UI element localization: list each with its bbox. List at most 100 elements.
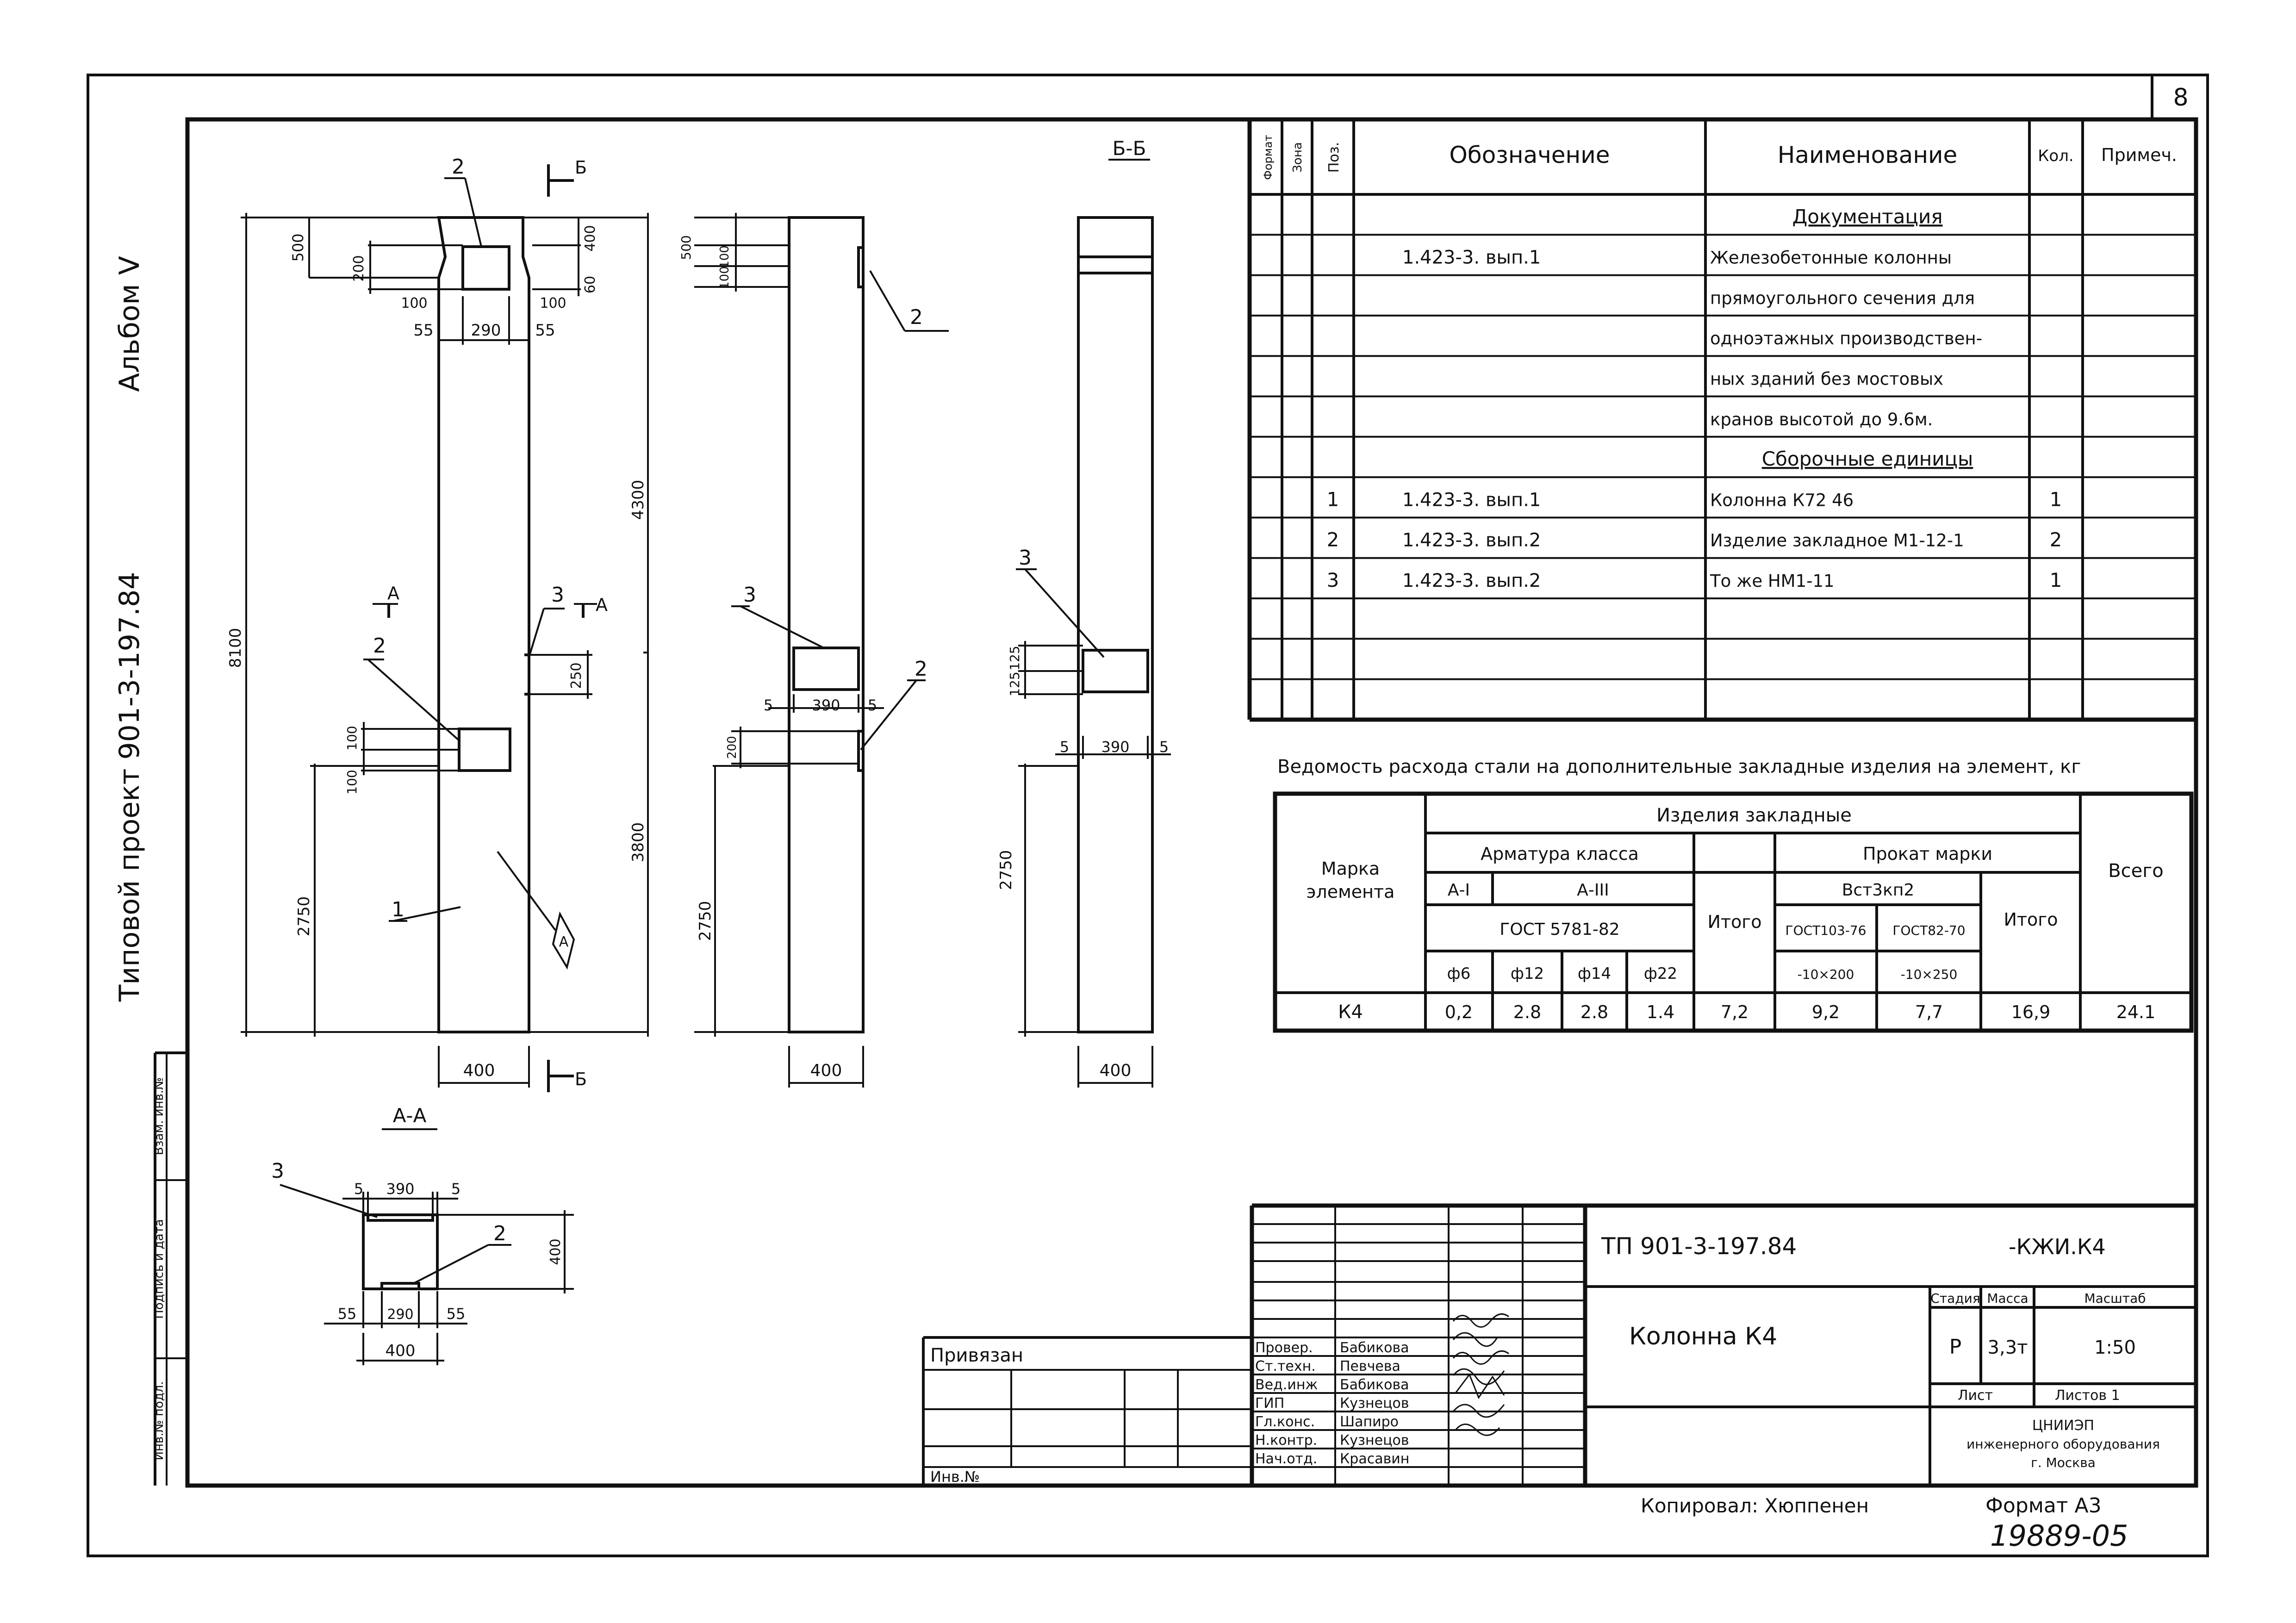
aa-dim-290: 290 [387, 1306, 413, 1323]
mark-a-diamond: A [559, 934, 569, 950]
steel-sec1: -10×200 [1798, 967, 1854, 982]
footer-format: Формат А3 [1985, 1494, 2102, 1517]
side-embed-3 [792, 647, 860, 691]
steel-row-mark: К4 [1338, 1001, 1363, 1023]
dim-55-right: 55 [535, 321, 555, 340]
aa-dim-400: 400 [386, 1342, 416, 1360]
aa-dim-55-left: 55 [338, 1305, 357, 1323]
stamp-vzam-inv: Взам. инв.№ [152, 1077, 166, 1155]
side-dim-200: 200 [725, 736, 739, 759]
tb-sheets-header: Листов 1 [2055, 1387, 2120, 1404]
spec-header-name: Наименование [1778, 142, 1958, 168]
tb-sheet-header: Лист [1958, 1387, 1993, 1404]
steel-itogo-prokat: Итого [2004, 909, 2058, 930]
side-dim-5-left: 5 [764, 696, 773, 714]
steel-arm: Арматура класса [1481, 844, 1639, 864]
tb-scale-header: Масштаб [2084, 1291, 2146, 1306]
bb-dim-5-right: 5 [1159, 738, 1169, 756]
spec-cell: 3 [1327, 569, 1339, 591]
steel-a1: А-I [1448, 881, 1470, 900]
outer-border [87, 74, 2209, 1557]
side-dim-2750: 2750 [696, 901, 715, 941]
leader-label-2-top: 2 [452, 155, 465, 179]
tb-person: Бабикова [1340, 1377, 1409, 1393]
spec-cell: Колонна К72 46 [1710, 490, 1854, 510]
footer-number: 19889-05 [1990, 1519, 2128, 1553]
steel-row-vsego: 24.1 [2116, 1002, 2156, 1022]
title-block-labels: ТП 901-3-197.84 -КЖИ.К4 Колонна К4 Стади… [930, 1233, 2160, 1486]
spec-cell: 2 [1327, 529, 1339, 551]
spec-cell: 1.423-3. вып.2 [1402, 530, 1541, 551]
dim-100-left: 100 [401, 295, 427, 311]
side-embed-2-top [857, 246, 865, 288]
section-aa-title: А-А [393, 1104, 427, 1127]
spec-cell: То же НМ1-11 [1710, 571, 1835, 591]
tb-person: Кузнецов [1340, 1432, 1409, 1449]
steel-gost1: ГОСТ103-76 [1786, 923, 1867, 938]
steel-vst: Вст3кп2 [1842, 881, 1915, 900]
front-view-labels: 500 200 100 100 55 290 55 400 60 4300 81… [226, 155, 647, 1089]
section-aa-view [280, 1128, 574, 1365]
spec-cell: 1.423-3. вып.2 [1402, 570, 1541, 591]
dim-3800: 3800 [629, 822, 647, 863]
spec-header-format: Формат [1262, 135, 1275, 180]
leader-label-2-mid: 2 [373, 634, 386, 658]
side-dim-390: 390 [812, 696, 840, 714]
spec-cell: прямоугольного сечения для [1710, 288, 1975, 308]
tb-role: Н.контр. [1255, 1432, 1317, 1449]
inner-frame [185, 117, 2198, 1488]
bb-dim-125-b: 125 [1007, 672, 1022, 696]
section-bb-title: Б-Б [1113, 137, 1146, 160]
section-bb-labels: Б-Б 3 125 125 2750 5 390 5 400 [997, 137, 1169, 1080]
section-aa-labels: А-А 3 2 5 390 5 55 290 55 400 400 [271, 1104, 564, 1360]
tb-role: Нач.отд. [1255, 1451, 1317, 1467]
spec-header-pos: Поз. [1326, 142, 1342, 173]
tb-role: Вед.инж [1255, 1377, 1318, 1393]
side-dim-100-a: 100 [718, 245, 732, 268]
steel-table: Ведомость расхода стали на дополнительны… [1273, 756, 2194, 1033]
steel-row-p2: 7,7 [1915, 1002, 1943, 1022]
cut-b-bottom: Б [575, 1069, 587, 1089]
steel-prokat: Прокат марки [1863, 844, 1992, 864]
embed-2-mid [458, 728, 511, 772]
steel-vsego-header: Всего [2108, 860, 2164, 882]
aa-embed-3 [367, 1213, 434, 1222]
leader-label-1: 1 [392, 898, 404, 921]
spec-header-zone: Зона [1291, 142, 1305, 173]
leader-label-3: 3 [551, 583, 564, 607]
left-stamp: Инв.№ подл. Подпись и дата Взам. инв.№ [152, 1051, 187, 1486]
footer-copied: Копировал: Хюппенен [1641, 1494, 1869, 1517]
spec-header-designation: Обозначение [1450, 142, 1610, 168]
dim-100-right: 100 [540, 295, 566, 311]
aa-dim-390: 390 [386, 1180, 414, 1198]
steel-diam-22: ф22 [1644, 964, 1677, 983]
section-bb-view [1016, 159, 1171, 1088]
steel-row-itogo1: 7,2 [1721, 1002, 1748, 1022]
dim-100-mid-b: 100 [344, 770, 360, 794]
dim-4300: 4300 [629, 480, 647, 520]
cut-a-left: А [387, 583, 399, 603]
spec-cell: 1 [2050, 569, 2062, 591]
spec-cell: одноэтажных производствен- [1710, 329, 1982, 348]
tb-code: ТП 901-3-197.84 [1601, 1233, 1797, 1260]
embed-2-top [461, 245, 510, 291]
footer: Копировал: Хюппенен Формат А3 19889-05 [1641, 1494, 2128, 1553]
aa-dim-5-right: 5 [451, 1180, 460, 1198]
tb-person: Кузнецов [1340, 1395, 1409, 1412]
aa-leader-2: 2 [493, 1222, 506, 1245]
side-dim-5-right: 5 [868, 696, 877, 714]
steel-diam-12: ф12 [1511, 964, 1544, 983]
dim-250: 250 [568, 662, 585, 689]
dim-100-mid-a: 100 [344, 726, 360, 750]
stamp-inv-podl: Инв.№ подл. [152, 1381, 166, 1460]
stamp-sign-date: Подпись и дата [152, 1219, 166, 1318]
aa-dim-400-vertical: 400 [548, 1238, 564, 1265]
steel-row-v22: 1.4 [1647, 1002, 1674, 1022]
tb-person: Красавин [1340, 1451, 1409, 1467]
album-label: Альбом V [113, 256, 146, 392]
bb-embed-3 [1082, 649, 1149, 693]
dim-400-bottom: 400 [463, 1061, 495, 1080]
